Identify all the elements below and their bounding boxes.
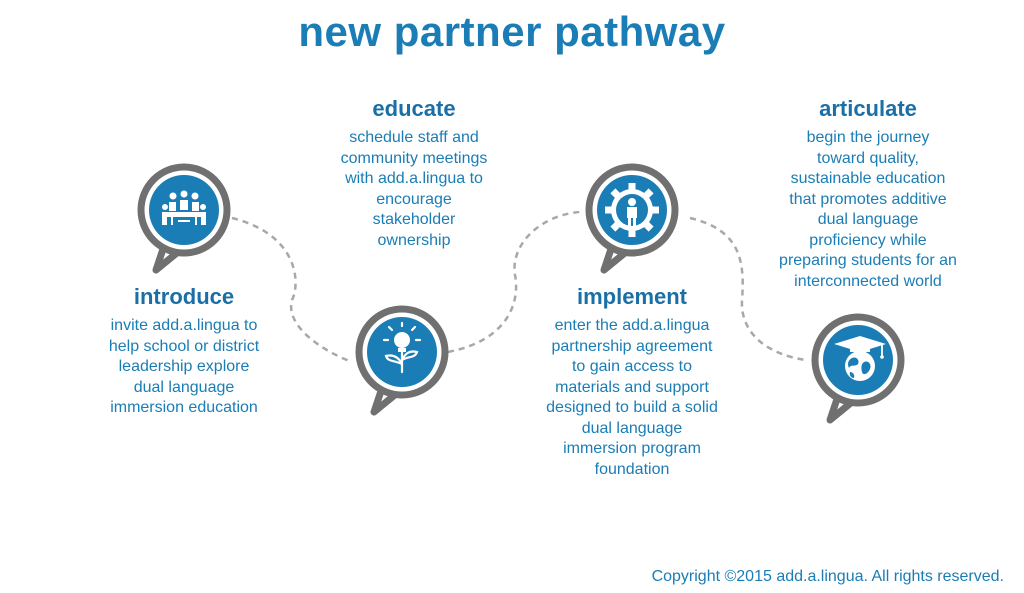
stage-educate-description: schedule staff and community meetings wi… (340, 129, 488, 249)
educate-bubble (359, 309, 445, 412)
implement-bubble (589, 167, 675, 270)
stage-educate-heading: educate (372, 96, 456, 121)
stage-articulate-heading: articulate (819, 96, 917, 121)
introduce-bubble (141, 167, 227, 270)
stage-educate: educate schedule staff and community mee… (294, 96, 534, 251)
connector-implement-articulate (689, 216, 807, 362)
stage-articulate-description: begin the journey toward quality, sustai… (779, 129, 957, 290)
stage-implement-description: enter the add.a.lingua partnership agree… (546, 317, 718, 478)
graduation-globe-icon (834, 336, 886, 381)
stage-articulate: articulate begin the journey toward qual… (738, 96, 998, 292)
stage-introduce: introduce invite add.a.lingua to help sc… (64, 284, 304, 419)
stage-implement-heading: implement (576, 284, 688, 309)
stage-introduce-description: invite add.a.lingua to help school or di… (108, 317, 260, 416)
connector-educate-implement (447, 210, 581, 354)
connector-introduce-educate (231, 216, 353, 364)
copyright-notice: Copyright ©2015 add.a.lingua. All rights… (651, 568, 1004, 585)
articulate-bubble (815, 317, 901, 420)
meeting-icon (162, 190, 206, 225)
lightbulb-plant-icon (382, 321, 422, 374)
gear-person-icon (605, 183, 659, 237)
stage-introduce-heading: introduce (133, 284, 235, 309)
page-title: new partner pathway (298, 8, 726, 55)
stage-implement: implement enter the add.a.lingua partner… (510, 284, 754, 480)
